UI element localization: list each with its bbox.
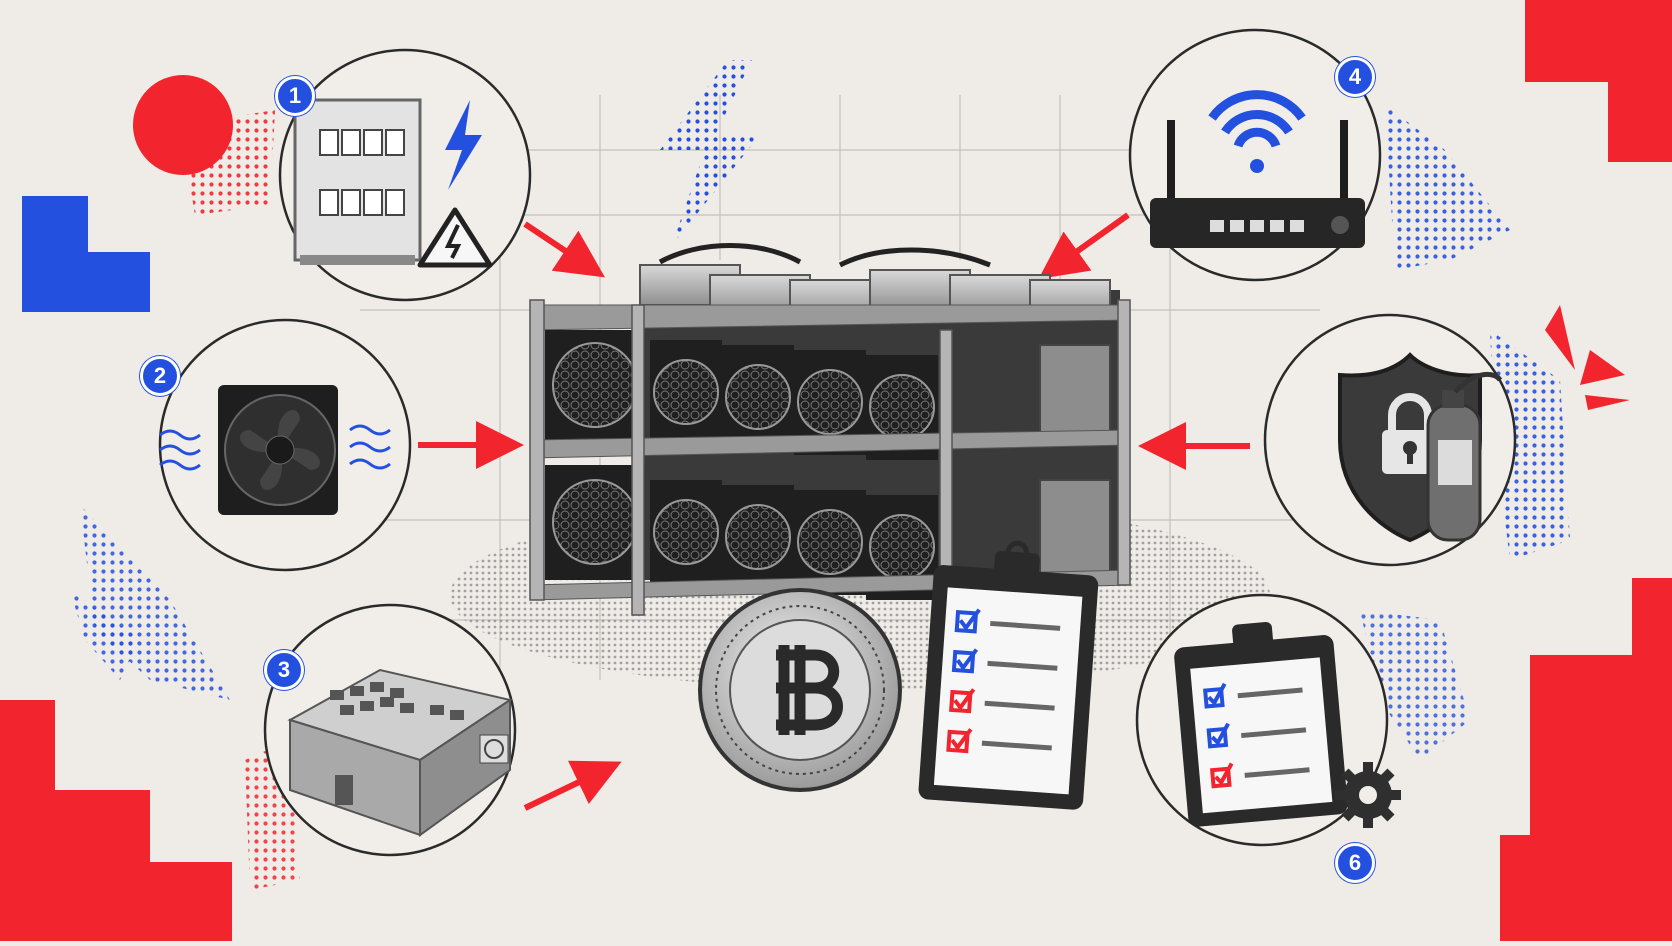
decor-right [1360, 305, 1672, 941]
step-1-badge: 1 [275, 76, 315, 116]
container-facility-icon [287, 668, 513, 837]
connector-arrows [418, 212, 1250, 811]
cooling-fan-icon [159, 385, 391, 515]
fire-extinguisher-icon [1426, 371, 1503, 542]
step-2-circle [158, 318, 412, 572]
mining-rig [529, 243, 1131, 621]
decor-top-right [1385, 0, 1672, 270]
maintenance-checklist-icon [1174, 622, 1348, 827]
bitcoin-coin [698, 588, 902, 792]
step-4-badge: 4 [1335, 57, 1375, 97]
checklist-clipboard [918, 540, 1099, 810]
decor-left-bottom [0, 505, 300, 941]
step-2-badge: 2 [140, 356, 180, 396]
step-3-badge: 3 [264, 650, 304, 690]
step-4-circle [1128, 28, 1382, 282]
electrical-panel-icon [293, 98, 493, 268]
network-router-icon [1150, 90, 1365, 248]
step-5-circle [1263, 313, 1517, 567]
step-1-circle [278, 48, 532, 302]
lightning-decor [660, 60, 760, 245]
step-3-circle [263, 603, 517, 857]
gear-icon [1335, 762, 1401, 828]
decor-top-left [22, 75, 275, 312]
step-6-circle [1135, 593, 1401, 847]
step-6-badge: 6 [1335, 843, 1375, 883]
